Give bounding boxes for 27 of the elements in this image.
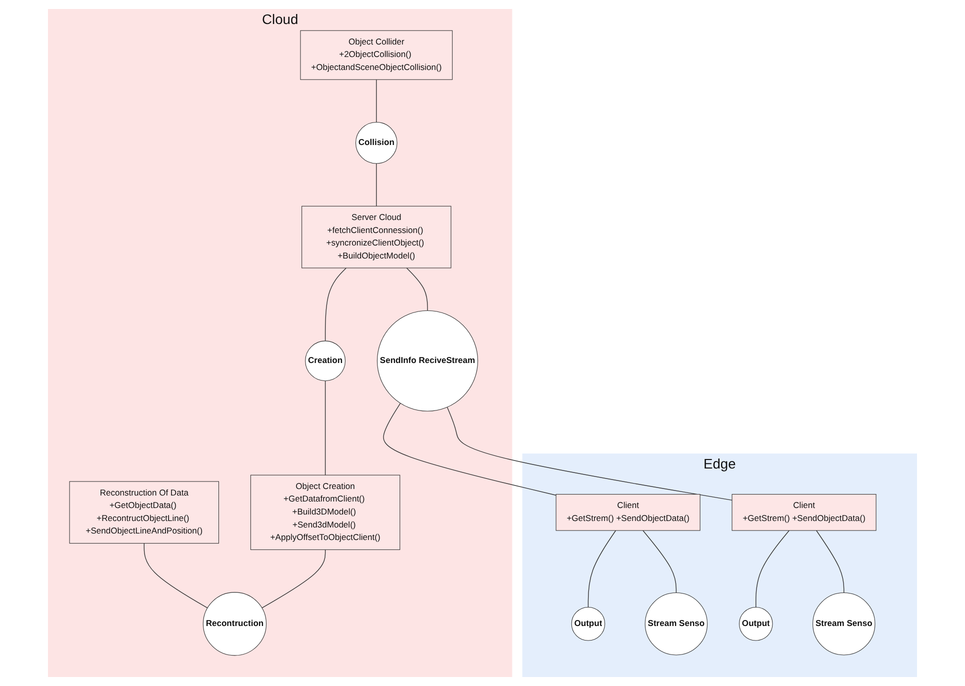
node-circle: Recontruction (202, 592, 267, 656)
node-circle: Creation (305, 340, 346, 382)
connector (383, 402, 556, 496)
node-box: Reconstruction Of Data +GetObjectData() +RecontructObjectLine() +SendObjectLineAndPosition() (69, 481, 219, 544)
node-circle: Output (739, 606, 773, 641)
node-circle: Stream Senso (644, 592, 708, 656)
node-circle: SendInfo ReciveStream (376, 310, 478, 412)
node-box: Object Creation +GetDatafromClient() +Build3DModel() +Send3dModel() +ApplyOffsetToObjectClient() (250, 474, 400, 550)
node-box: Object Collider +2ObjectCollision() +ObjectandSceneObjectCollision() (300, 30, 453, 80)
connector (588, 530, 616, 608)
node-circle: Output (571, 606, 606, 641)
node-box: Server Cloud +fetchClientConnession() +syncronizeClientObject() +BuildObjectModel() (302, 206, 452, 268)
connector (816, 530, 844, 594)
connector (324, 268, 346, 342)
node-circle: Collision (355, 122, 398, 164)
connector (642, 530, 677, 594)
connector (406, 268, 428, 311)
connector (756, 530, 790, 608)
connector (324, 380, 326, 476)
connector (446, 406, 732, 501)
node-box: Client +GetStrem() +SendObjectData() (732, 494, 876, 531)
connector (376, 163, 377, 207)
connector (262, 549, 326, 608)
node-box: Client +GetStrem() +SendObjectData() (556, 494, 700, 531)
connector (376, 79, 377, 123)
node-circle: Stream Senso (812, 592, 876, 656)
connector (144, 542, 208, 608)
